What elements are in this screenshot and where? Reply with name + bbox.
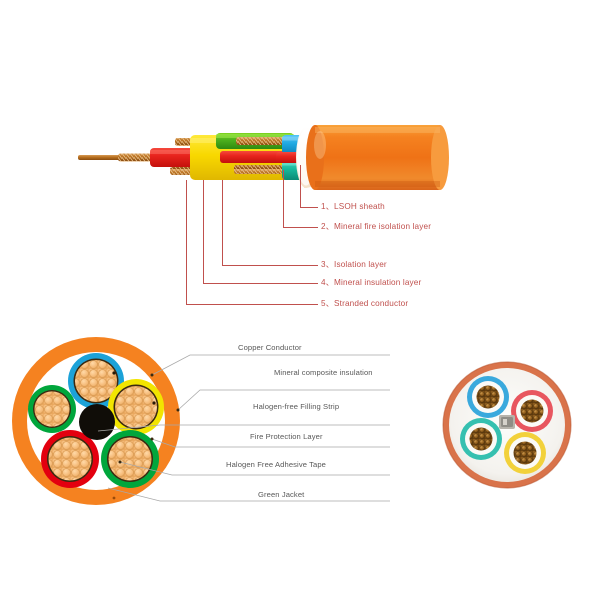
cs-callout-halogen-free-adhesive-tape: Halogen Free Adhesive Tape [226,460,326,469]
callout-1-text: LSOH sheath [334,202,385,211]
callout-5: 5、Stranded conductor [321,299,408,309]
leader-5-horizontal [186,304,318,306]
leader-3-vertical [222,180,224,266]
callout-2-text: Mineral fire isolation layer [334,222,432,231]
callout-3-number: 3、 [321,260,335,269]
leader-1-vertical [300,165,302,208]
photo-core-green [460,418,502,460]
cs-callout-fire-protection-layer: Fire Protection Layer [250,432,323,441]
callout-4-text: Mineral insulation layer [334,278,422,287]
cs-callout-copper-conductor: Copper Conductor [238,343,302,352]
cross-section-illustration [12,337,180,505]
cs-callout-mineral-composite-insulation: Mineral composite insulation [274,368,373,377]
core-bottom-right-green [101,430,159,488]
callout-5-number: 5、 [321,299,335,308]
cs-callout-green-jacket: Green Jacket [258,490,305,499]
cable-cross-section-photo [442,361,572,489]
leader-fire-protection [151,438,390,448]
photo-core-yellow [504,432,546,474]
top-cable-illustration [78,125,449,190]
leader-4-vertical [203,180,205,284]
callout-2-number: 2、 [321,222,335,231]
leader-mineral-composite [177,389,390,411]
photo-center-filler [499,415,515,429]
center-filler [79,404,115,440]
leader-2-horizontal [283,227,318,229]
leader-3-horizontal [222,265,318,267]
leader-copper-conductor [151,354,390,376]
core-right-yellow [108,379,164,435]
callout-3-text: Isolation layer [334,260,387,269]
core-top-blue [68,353,124,409]
callout-5-text: Stranded conductor [334,299,409,308]
leader-4-horizontal [203,283,318,285]
photo-core-blue [467,376,509,418]
jacket-dot [112,496,116,500]
layer-isolation [190,133,294,180]
callout-4: 4、Mineral insulation layer [321,278,421,288]
cross-section-leaders [97,354,390,502]
core-bottom-left-red [41,430,99,488]
callout-1-number: 1、 [321,202,335,211]
layer-stranded-conductor [78,153,155,162]
leader-dot-4 [118,460,122,464]
leader-dot-3 [150,437,154,441]
callout-1: 1、LSOH sheath [321,202,385,212]
leader-1-horizontal [300,207,318,209]
layer-lsoh-sheath [306,125,449,190]
leader-filling-strip [97,424,390,432]
leader-dot-2 [176,408,180,412]
cs-callout-halogen-free-filling-strip: Halogen-free Filling Strip [253,402,340,411]
leader-green-jacket [107,487,390,502]
callout-2: 2、Mineral fire isolation layer [321,222,431,232]
leader-2-vertical [283,170,285,228]
leader-5-vertical [186,180,188,305]
callout-3: 3、Isolation layer [321,260,387,270]
leader-adhesive-tape [119,461,390,476]
callout-4-number: 4、 [321,278,335,287]
leader-dot-1 [150,373,154,377]
core-left-green [28,385,76,433]
photo-core-red [511,390,553,432]
